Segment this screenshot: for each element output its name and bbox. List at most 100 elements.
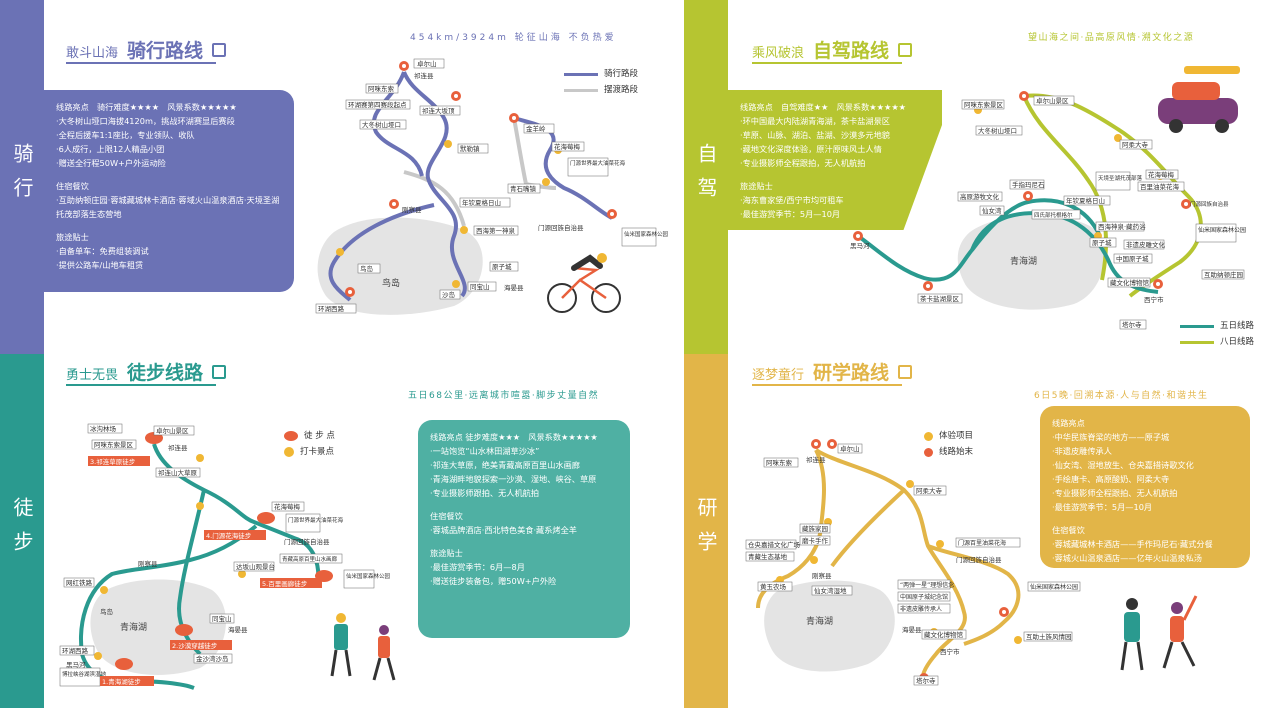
card-item: ·专业摄影师全程跟拍、无人机航拍 <box>1052 488 1178 498</box>
place-label: 塔尔寺 <box>913 675 939 686</box>
place-label-text: 门源世界最大油菜花海 <box>288 516 344 524</box>
card-item: ·最佳游赏季节：5月—10月 <box>740 209 841 219</box>
place-label-text: 黄玉农场 <box>760 582 787 591</box>
legend-item: 徒 步 点 <box>284 428 335 444</box>
legend-item: 体验项目 <box>924 428 973 444</box>
place-label: 西海第一神泉 <box>473 225 519 236</box>
card-heading: 线路亮点 徒步难度★★★ 风景系数★★★★★ <box>430 432 598 442</box>
place-label: “两弹一星”理想信念 <box>897 579 954 590</box>
place-label-text: 互助纳顿庄园 <box>1204 270 1243 279</box>
map-pin <box>509 113 519 123</box>
card-item: ·最佳游赏季节：6月—8月 <box>430 562 525 572</box>
legend-item: 骑行路段 <box>564 66 638 82</box>
place-label: 达坂山观景台 <box>233 561 275 572</box>
place-label-text: 茶卡盐湖景区 <box>920 294 960 303</box>
place-label: 手指玛尼石 <box>1009 179 1045 190</box>
driving-legend: 五日线路 八日线路 <box>1180 318 1254 350</box>
place-label-text: 塔尔寺 <box>1122 320 1142 329</box>
study-title: 逐梦童行 研学路线 <box>752 358 913 385</box>
card-item: ·赠送徒步装备包，赠50W+户外险 <box>430 576 557 586</box>
cycling-info-card: 线路亮点 骑行难度★★★★ 风景系数★★★★★ ·大冬树山垭口海拔4120m，挑… <box>44 90 294 292</box>
place-label-text: 海晏县 <box>228 625 248 634</box>
hikers-illustration <box>330 613 396 681</box>
place-label: 仙米国家森林公园 <box>1027 581 1081 592</box>
place-label: 黄玉农场 <box>757 581 793 592</box>
place-label: 原子城 <box>1089 237 1117 248</box>
place-label-text: 门源世界最大油菜花海 <box>570 159 626 167</box>
place-label-text: 阿咪东索 <box>368 84 395 93</box>
place-label-text: 海晏县 <box>504 283 524 292</box>
place-label-text: 西海第一神泉 <box>476 226 516 235</box>
map-pin <box>1014 636 1022 644</box>
five-day-route <box>856 198 1159 294</box>
place-label-text: 大冬树山垭口 <box>362 120 401 129</box>
place-label-text: 藏族家园 <box>802 524 828 533</box>
students-illustration <box>1120 595 1198 671</box>
card-item: ·草原、山脉、湖泊、盐湖、沙漠多元地貌 <box>740 130 890 140</box>
pin-icon <box>924 447 933 457</box>
hiking-point <box>115 658 133 670</box>
map-pin <box>336 248 344 256</box>
driving-title-underline <box>752 62 902 64</box>
card-item: ·青海湖畔地貌探索一沙漠、湿地、峡谷、草原 <box>430 474 597 484</box>
cycling-map: 鸟岛 卓尔山 祁连县 阿咪东索 环湖赛第四赛段起点 祁连大坂顶 大冬树山垭口 金… <box>315 58 669 315</box>
card-item: ·最佳游赏季节：5月—10月 <box>1052 502 1153 512</box>
card-heading: 住宿餐饮 <box>56 181 89 191</box>
place-label-text: 青藏生态基地 <box>748 552 788 561</box>
card-item: ·提供公路车/山地车租赁 <box>56 260 144 270</box>
place-label-text: 原子城 <box>492 263 512 271</box>
card-item: ·藏地文化深度体验，原汁原味风土人情 <box>740 144 882 154</box>
place-label-text: 阿柔大寺 <box>916 486 943 495</box>
card-item: ·专业摄影师跟拍、无人机航拍 <box>430 488 540 498</box>
place-label: 阿柔大寺 <box>913 485 947 496</box>
place-label: 阿咪东索景区 <box>961 99 1005 110</box>
study-info-card: 线路亮点 ·中华民族脊梁的地方——原子城 ·非遗皮雕传承人 ·仙女湾、湿地放生、… <box>1040 406 1250 568</box>
map-pin <box>196 454 204 462</box>
hiking-title-underline <box>66 384 216 386</box>
hiking-tag-text: 3.祁连草原徒步 <box>90 457 136 466</box>
place-label: 卓尔山景区 <box>153 425 195 436</box>
place-label: 网红铁路 <box>63 577 95 588</box>
place-label: 互助纳顿庄园 <box>1201 269 1245 280</box>
place-label-text: 非遗皮雕文化 <box>1126 240 1166 249</box>
place-label-text: 祁连大坂顶 <box>422 106 455 115</box>
place-label-text: 花海莓梅 <box>274 502 301 511</box>
study-section: 逐梦童行 研学路线 6日5晚·回溯本源·人与自然·和谐共生 体验项目 线路始末 … <box>728 354 1280 708</box>
place-label: 中国原子城 <box>1113 253 1153 264</box>
place-label-text: 祁连县 <box>168 443 188 452</box>
place-label-text: 仙女湾 <box>982 206 1002 215</box>
cycling-side-bar: 骑行 <box>0 0 44 354</box>
place-label: 非遗皮雕文化 <box>1123 239 1166 250</box>
map-pin <box>1181 199 1191 209</box>
place-label-text: 藏文化博物馆 <box>924 630 964 639</box>
place-label: 卓尔山 <box>413 58 445 69</box>
place-label: 阿咪东索 <box>763 457 799 468</box>
hiking-slogan: 五日68公里·远离城市喧嚣·脚步丈量自然 <box>408 391 600 401</box>
legend-item: 摆渡路段 <box>564 82 638 98</box>
place-label-text: 黑马河 <box>66 661 86 669</box>
place-label: 仓央嘉措文化广场 <box>745 539 801 550</box>
legend-label: 五日线路 <box>1220 321 1255 331</box>
place-label-text: 年钦夏格日山 <box>462 198 501 207</box>
place-label: 原子城 <box>489 261 519 272</box>
place-label: 中国原子城纪念馆 <box>897 591 951 602</box>
card-item: ·环中国最大内陆湖青海湖，茶卡盐湖景区 <box>740 116 890 126</box>
logo-icon <box>212 365 227 379</box>
place-label: 四氏部托根格尔 <box>1031 209 1081 220</box>
study-legend: 体验项目 线路始末 <box>924 428 973 460</box>
map-pin <box>853 231 863 241</box>
map-pin <box>542 178 550 186</box>
place-label: 花海莓梅 <box>271 501 305 512</box>
place-label: 青石嘴镇 <box>507 183 541 194</box>
place-label-text: 金沙湾沙岛 <box>196 654 229 663</box>
hiking-info-card: 线路亮点 徒步难度★★★ 风景系数★★★★★ ·一站饱览“山水林田湖草沙冰” ·… <box>418 420 630 638</box>
place-label-text: 刚察县 <box>138 559 158 568</box>
card-item: ·中华民族脊梁的地方——原子城 <box>1052 432 1170 442</box>
card-item: ·蓉城火山温泉酒店——亿年火山温泉私汤 <box>1052 553 1202 563</box>
map-pin <box>810 556 818 564</box>
logo-icon <box>898 365 913 379</box>
cycling-side-label: 骑行 <box>10 143 34 211</box>
study-side-bar: 研学 <box>684 354 728 708</box>
lake-shape <box>957 215 1104 310</box>
map-pin <box>444 140 452 148</box>
